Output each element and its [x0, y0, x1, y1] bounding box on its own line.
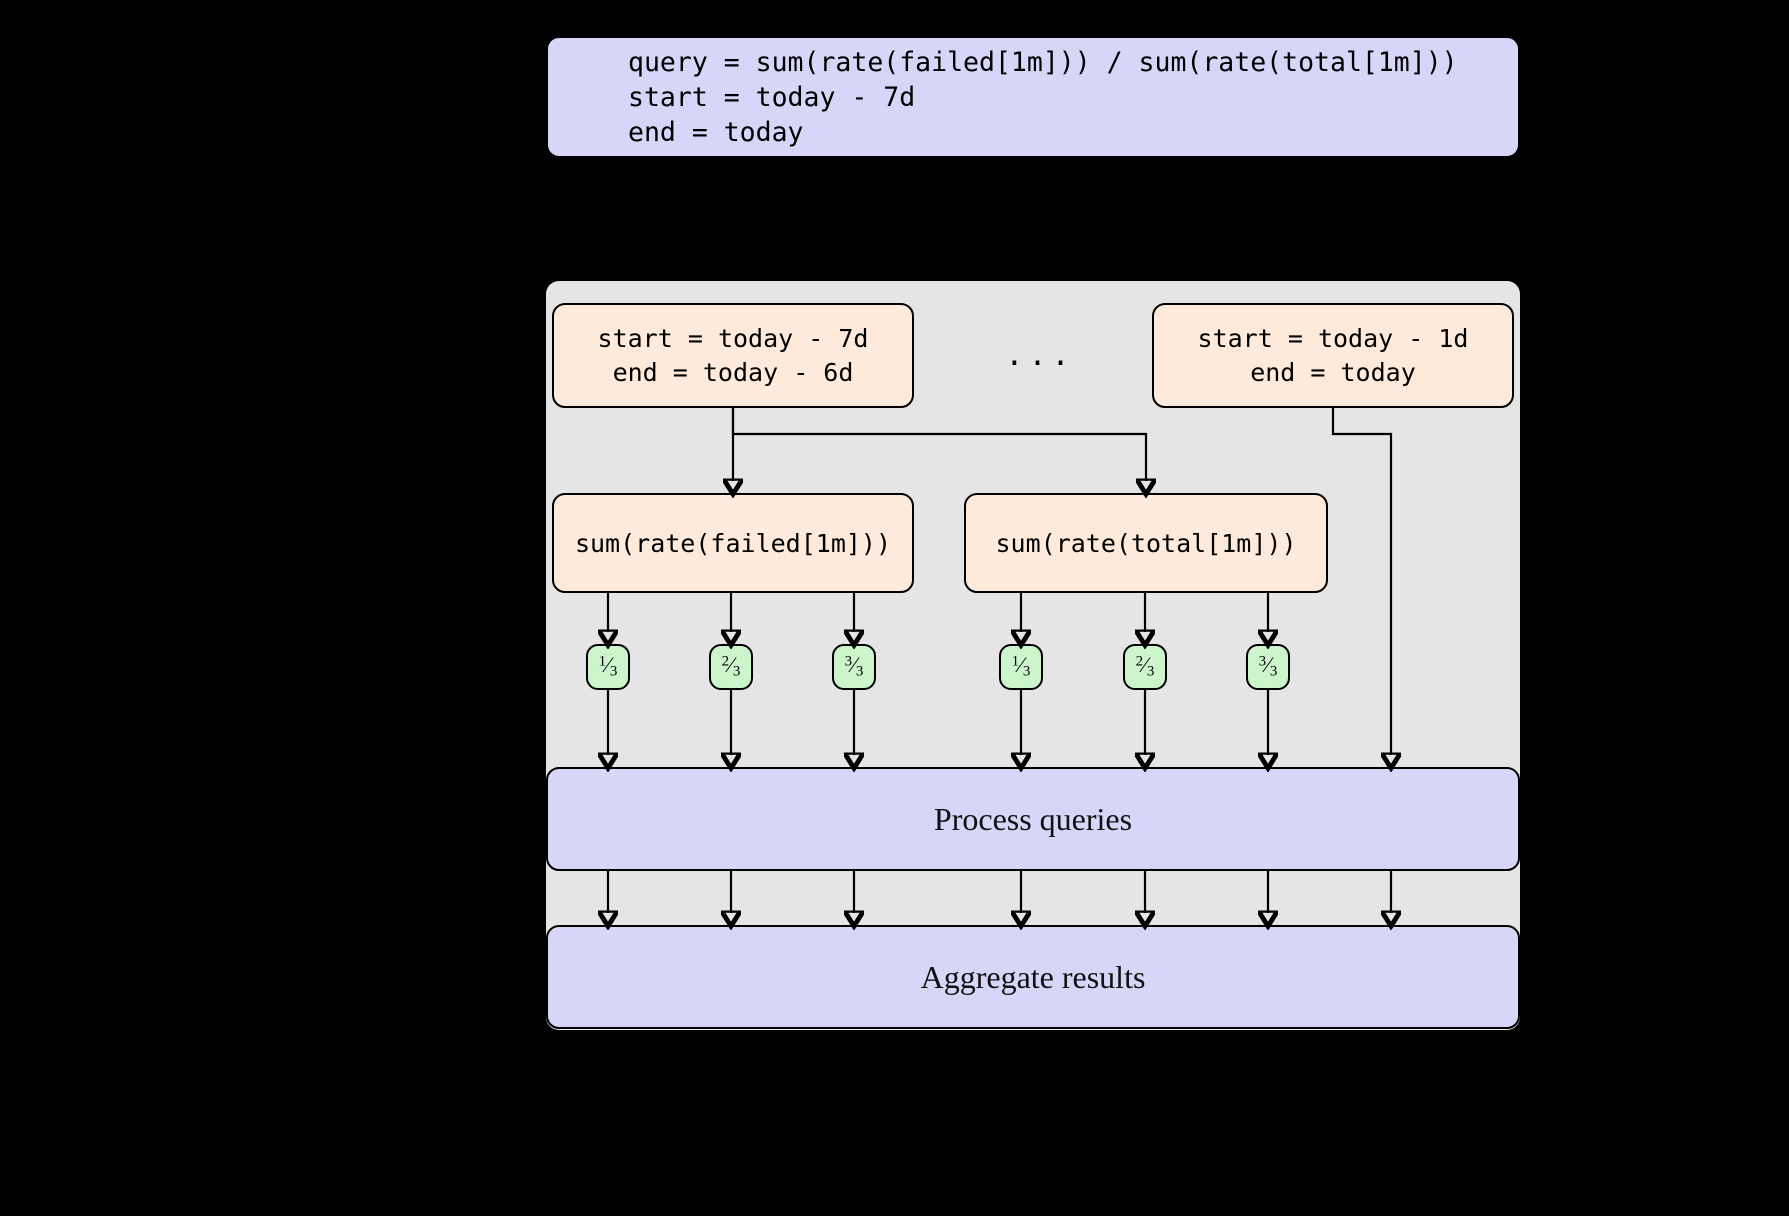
shard-last-start: start = today - 1d	[1197, 323, 1469, 353]
shard-last-end: end = today	[1250, 357, 1416, 387]
query-line-start: start = today - 7d	[628, 81, 916, 113]
shard-ellipsis: ...	[1005, 337, 1075, 373]
fraction-pill-5: 2⁄3	[1123, 644, 1167, 690]
shard-box-first: start = today - 7d end = today - 6d	[552, 303, 914, 408]
fraction-denominator: 3	[855, 663, 864, 680]
query-line-end: end = today	[628, 116, 804, 148]
fraction-numerator: 1	[1011, 654, 1020, 671]
aggregate-results-label: Aggregate results	[920, 958, 1146, 995]
shard-box-last: start = today - 1d end = today	[1152, 303, 1514, 408]
fraction-denominator: 3	[609, 663, 618, 680]
fraction-pill-1: 1⁄3	[586, 644, 630, 690]
subquery-box-failed: sum(rate(failed[1m]))	[552, 493, 914, 593]
fraction-numerator: 1	[598, 654, 607, 671]
fraction-slash: ⁄	[852, 652, 856, 678]
shard-first-start: start = today - 7d	[597, 323, 869, 353]
subquery-failed-label: sum(rate(failed[1m]))	[574, 528, 892, 558]
fraction-label: 3⁄3	[845, 654, 864, 679]
fraction-slash: ⁄	[729, 652, 733, 678]
fraction-denominator: 3	[1022, 663, 1031, 680]
fraction-pill-3: 3⁄3	[832, 644, 876, 690]
fraction-denominator: 3	[1269, 663, 1278, 680]
fraction-label: 2⁄3	[1136, 654, 1155, 679]
fraction-denominator: 3	[732, 663, 741, 680]
fraction-pill-6: 3⁄3	[1246, 644, 1290, 690]
fraction-slash: ⁄	[1019, 652, 1023, 678]
fraction-numerator: 2	[1135, 654, 1144, 671]
shard-first-end: end = today - 6d	[612, 357, 854, 387]
fraction-slash: ⁄	[606, 652, 610, 678]
fraction-label: 1⁄3	[599, 654, 618, 679]
fraction-label: 3⁄3	[1259, 654, 1278, 679]
fraction-label: 2⁄3	[722, 654, 741, 679]
query-line-expression: query = sum(rate(failed[1m])) / sum(rate…	[628, 46, 1458, 78]
fraction-numerator: 3	[1258, 654, 1267, 671]
process-queries-label: Process queries	[933, 800, 1133, 837]
fraction-numerator: 2	[721, 654, 730, 671]
fraction-slash: ⁄	[1143, 652, 1147, 678]
subquery-box-total: sum(rate(total[1m]))	[964, 493, 1328, 593]
fraction-pill-4: 1⁄3	[999, 644, 1043, 690]
fraction-denominator: 3	[1146, 663, 1155, 680]
fraction-pill-2: 2⁄3	[709, 644, 753, 690]
fraction-label: 1⁄3	[1012, 654, 1031, 679]
fraction-numerator: 3	[844, 654, 853, 671]
process-queries-box: Process queries	[546, 767, 1520, 871]
subquery-total-label: sum(rate(total[1m]))	[995, 528, 1297, 558]
fraction-slash: ⁄	[1266, 652, 1270, 678]
aggregate-results-box: Aggregate results	[546, 925, 1520, 1029]
query-definition-box: query = sum(rate(failed[1m])) / sum(rate…	[546, 36, 1520, 158]
